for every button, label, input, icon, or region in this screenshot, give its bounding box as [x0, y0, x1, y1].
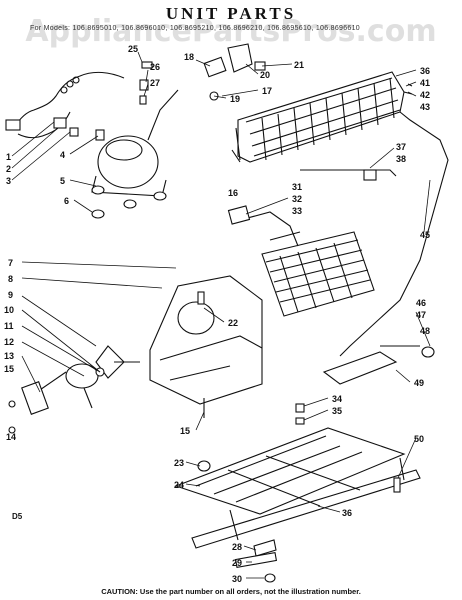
heat-exchanger — [300, 169, 397, 181]
callout-numbers: 1 2 3 4 5 6 7 8 9 10 11 12 13 14 15 15 1… — [4, 44, 430, 584]
callout: 29 — [232, 558, 242, 568]
callout: 23 — [174, 458, 184, 468]
diagram-code: D5 — [12, 512, 23, 521]
caution-caption: CAUTION: Use the part number on all orde… — [101, 587, 361, 596]
callout: 4 — [60, 150, 65, 160]
screw-30 — [264, 573, 276, 583]
callout: 31 — [292, 182, 302, 192]
callout: 7 — [8, 258, 13, 268]
leveling-leg — [393, 477, 401, 493]
callout: 6 — [64, 196, 69, 206]
drain-pan — [322, 345, 435, 385]
callout: 33 — [292, 206, 302, 216]
callout: 24 — [174, 480, 184, 490]
callout: 43 — [420, 102, 430, 112]
rail — [234, 551, 278, 569]
bracket — [253, 539, 277, 557]
foot — [197, 460, 211, 472]
leader-lines — [11, 51, 431, 579]
callout: 11 — [4, 321, 14, 331]
callout: 15 — [180, 426, 190, 436]
callout: 10 — [4, 305, 14, 315]
callout: 50 — [414, 434, 424, 444]
evaporator — [227, 205, 375, 317]
callout: 19 — [230, 94, 240, 104]
model-list: For Models: 106.8695010, 106.8696010, 10… — [30, 25, 360, 32]
callout: 41 — [420, 78, 430, 88]
callout: 48 — [420, 326, 430, 336]
callout: 18 — [184, 52, 194, 62]
callout: 3 — [6, 176, 11, 186]
callout: 34 — [332, 394, 342, 404]
callout: 49 — [414, 378, 424, 388]
callout: 26 — [150, 62, 160, 72]
callout: 35 — [332, 406, 342, 416]
condenser — [231, 71, 449, 357]
callout: 12 — [4, 337, 14, 347]
fan-shroud-base — [149, 275, 263, 405]
callout: 20 — [260, 70, 270, 80]
callout: 36 — [420, 66, 430, 76]
fan-motor — [8, 345, 140, 434]
callout: 42 — [420, 90, 430, 100]
callout: 15 — [4, 364, 14, 374]
callout: 27 — [150, 78, 160, 88]
callout: 30 — [232, 574, 242, 584]
callout: 9 — [8, 290, 13, 300]
callout: 1 — [6, 152, 11, 162]
diagram-title: UNIT PARTS — [165, 4, 297, 23]
callout: 47 — [416, 310, 426, 320]
callout: 37 — [396, 142, 406, 152]
callout: 32 — [292, 194, 302, 204]
callout: 13 — [4, 351, 14, 361]
callout: 45 — [420, 230, 430, 240]
callout: 17 — [262, 86, 272, 96]
compressor — [91, 89, 179, 209]
clip — [295, 403, 305, 413]
callout: 16 — [228, 188, 238, 198]
callout: 38 — [396, 154, 406, 164]
callout: 28 — [232, 542, 242, 552]
grommet — [91, 209, 105, 219]
callout: 36 — [342, 508, 352, 518]
callout: 21 — [294, 60, 304, 70]
callout: 8 — [8, 274, 13, 284]
power-cord — [5, 71, 125, 139]
drier-fitting-parts — [139, 43, 266, 105]
callout: 25 — [128, 44, 138, 54]
base-frame — [174, 427, 421, 549]
callout: 46 — [416, 298, 426, 308]
screw-35 — [295, 417, 305, 425]
callout: 2 — [6, 164, 11, 174]
callout: 5 — [60, 176, 65, 186]
callout: 22 — [228, 318, 238, 328]
callout: 14 — [6, 432, 16, 442]
